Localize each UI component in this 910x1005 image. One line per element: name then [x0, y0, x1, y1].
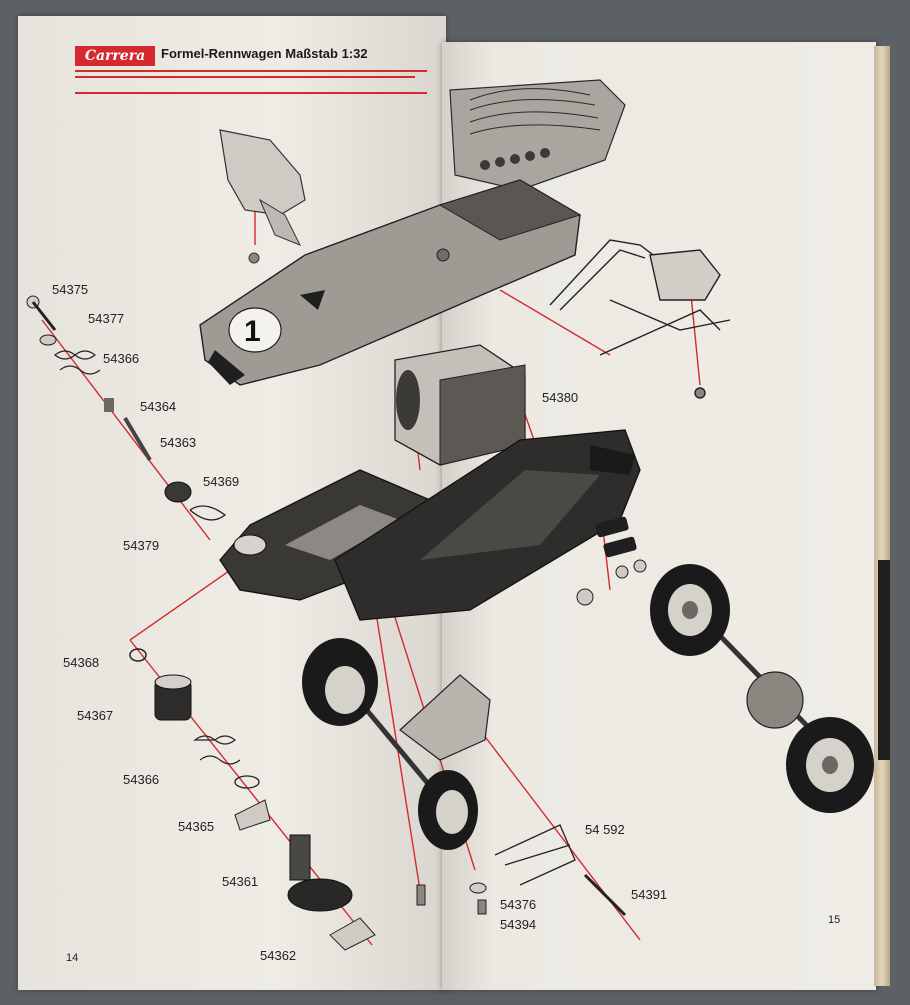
guide-keel-parts [26, 295, 376, 951]
part-label-54380: 54380 [542, 390, 579, 405]
page-header: Carrera Formel-Rennwagen Maßstab 1:32 [75, 46, 427, 100]
car-number: 1 [244, 315, 261, 348]
motor-part [394, 344, 526, 466]
small-screws [416, 882, 487, 915]
rear-suspension-frame [549, 239, 731, 399]
part-label-54368: 54368 [63, 655, 100, 670]
front-axle-assembly [302, 638, 491, 850]
engine-part [449, 79, 626, 191]
carrera-logo: Carrera [75, 46, 155, 66]
part-label-54391: 54391 [631, 887, 668, 902]
header-rule-top [75, 70, 427, 72]
part-label-54366-spring-top: 54366 [103, 351, 140, 366]
rear-bracket-part [494, 824, 627, 917]
page-number-right: 15 [828, 914, 841, 926]
header-rule-bottom [75, 92, 427, 94]
chassis-part [334, 429, 641, 621]
part-label-54362: 54362 [260, 948, 297, 963]
part-label-54363: 54363 [160, 435, 197, 450]
header-title: Formel-Rennwagen Maßstab 1:32 [161, 46, 368, 61]
part-label-54367: 54367 [77, 708, 114, 723]
car-body-part: 1 [199, 179, 582, 386]
background-object [878, 560, 890, 760]
motor-bracket-part [219, 129, 306, 264]
part-label-54592: 54 592 [585, 822, 625, 837]
part-label-54394: 54394 [500, 917, 537, 932]
part-label-54379: 54379 [123, 538, 160, 553]
part-label-54369: 54369 [203, 474, 240, 489]
part-label-54364: 54364 [140, 399, 177, 414]
part-label-54366-spring-bottom: 54366 [123, 772, 160, 787]
part-label-54365: 54365 [178, 819, 215, 834]
part-label-54375: 54375 [52, 282, 89, 297]
mounting-hardware [576, 516, 647, 606]
part-label-54361: 54361 [222, 874, 259, 889]
rear-axle-assembly [650, 564, 874, 813]
header-rule-middle [75, 76, 415, 78]
part-label-54376: 54376 [500, 897, 537, 912]
part-label-54377: 54377 [88, 311, 125, 326]
page-number-left: 14 [66, 952, 79, 964]
front-guide-arm [219, 469, 446, 601]
